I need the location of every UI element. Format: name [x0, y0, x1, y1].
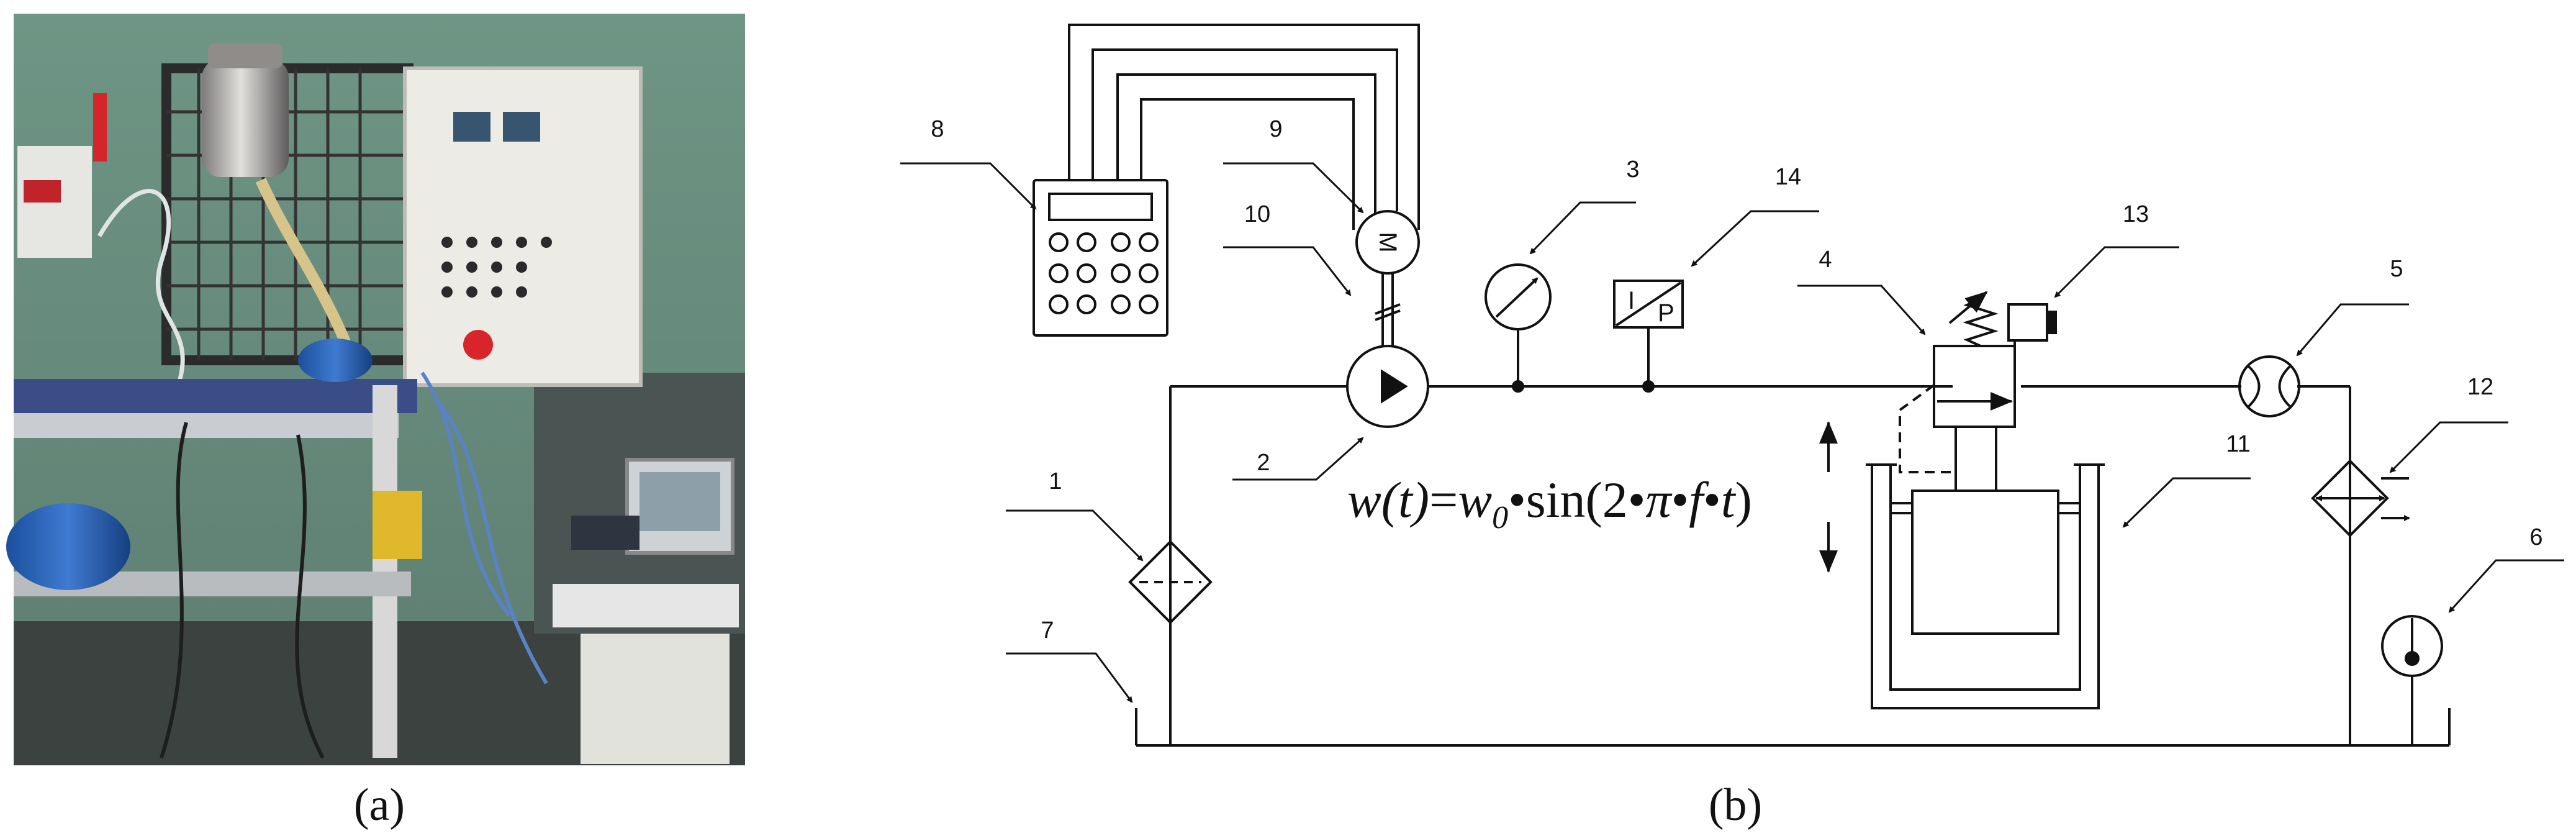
- label-14: 14: [1775, 164, 1801, 190]
- thermometer: [2381, 615, 2443, 745]
- caption-a: (a): [354, 780, 405, 831]
- reservoir: [1135, 708, 2451, 747]
- leader-lines: [900, 162, 2564, 703]
- photo-red-handle: [93, 93, 107, 162]
- label-13: 13: [2123, 201, 2149, 227]
- pressure-gauge: [1485, 263, 1552, 393]
- photo-pc-tower: [581, 634, 730, 764]
- oscillating-tank: [1866, 463, 2105, 709]
- motor-letter: M: [1374, 232, 1401, 252]
- photo-bench-top: [14, 379, 417, 413]
- label-3: 3: [1626, 157, 1639, 183]
- label-6: 6: [2529, 524, 2542, 550]
- pressure-transducer: [1613, 280, 1684, 393]
- photo-yellow-box: [373, 491, 422, 559]
- caption-b: (b): [1709, 780, 1762, 831]
- transducer-input-label: I: [1628, 287, 1635, 314]
- label-2: 2: [1257, 450, 1270, 476]
- flow-meter: [2238, 355, 2300, 417]
- photo-tank-lid: [208, 43, 282, 68]
- label-9: 9: [1269, 116, 1282, 142]
- photo-daq-box: [571, 516, 639, 550]
- photo-cables-black: [160, 422, 325, 759]
- transducer-output-label: P: [1658, 299, 1674, 327]
- photo-tank: [202, 59, 289, 177]
- photo-cabinet-display-1: [453, 112, 490, 142]
- label-4: 4: [1819, 247, 1832, 273]
- label-8: 8: [931, 116, 944, 142]
- photo-emergency-stop: [463, 330, 493, 360]
- photo-cables-blue: [420, 371, 548, 685]
- heat-exchanger: [2311, 459, 2410, 537]
- photo-bench-front: [14, 413, 399, 438]
- label-7: 7: [1041, 617, 1054, 644]
- photo-blue-motor-top: [298, 339, 373, 382]
- photo-left-meter-display: [24, 180, 61, 203]
- label-1: 1: [1049, 468, 1062, 494]
- label-5: 5: [2390, 256, 2403, 282]
- suction-filter: [1128, 540, 1213, 624]
- photo-monitor-screen: [639, 472, 720, 531]
- electric-motor: [1355, 210, 1420, 346]
- frequency-inverter: [1033, 179, 1168, 337]
- motor-power-cables: [1068, 24, 1420, 230]
- proportional-relief-valve: [1899, 291, 2057, 491]
- photo-cabinet-display-2: [503, 112, 540, 142]
- label-10: 10: [1244, 201, 1270, 227]
- photo-blue-pump: [6, 503, 130, 590]
- photo-cabinet-buttons: [441, 237, 552, 298]
- photo-hose-yellow: [255, 178, 353, 350]
- label-11: 11: [2226, 431, 2250, 457]
- photo-keyboard: [553, 584, 739, 627]
- panel-b-schematic: M I P: [900, 24, 2564, 747]
- label-12: 12: [2467, 374, 2493, 400]
- component-labels: 1 2 3 4 5 6 7 8 9 10 11 12 13 14: [931, 116, 2542, 644]
- panel-a-photo: [6, 14, 745, 765]
- excitation-equation: w(t)=w0•sin(2•π•f•t): [1347, 471, 1752, 535]
- photo-cable-white: [97, 189, 185, 399]
- pump: [1346, 345, 1429, 428]
